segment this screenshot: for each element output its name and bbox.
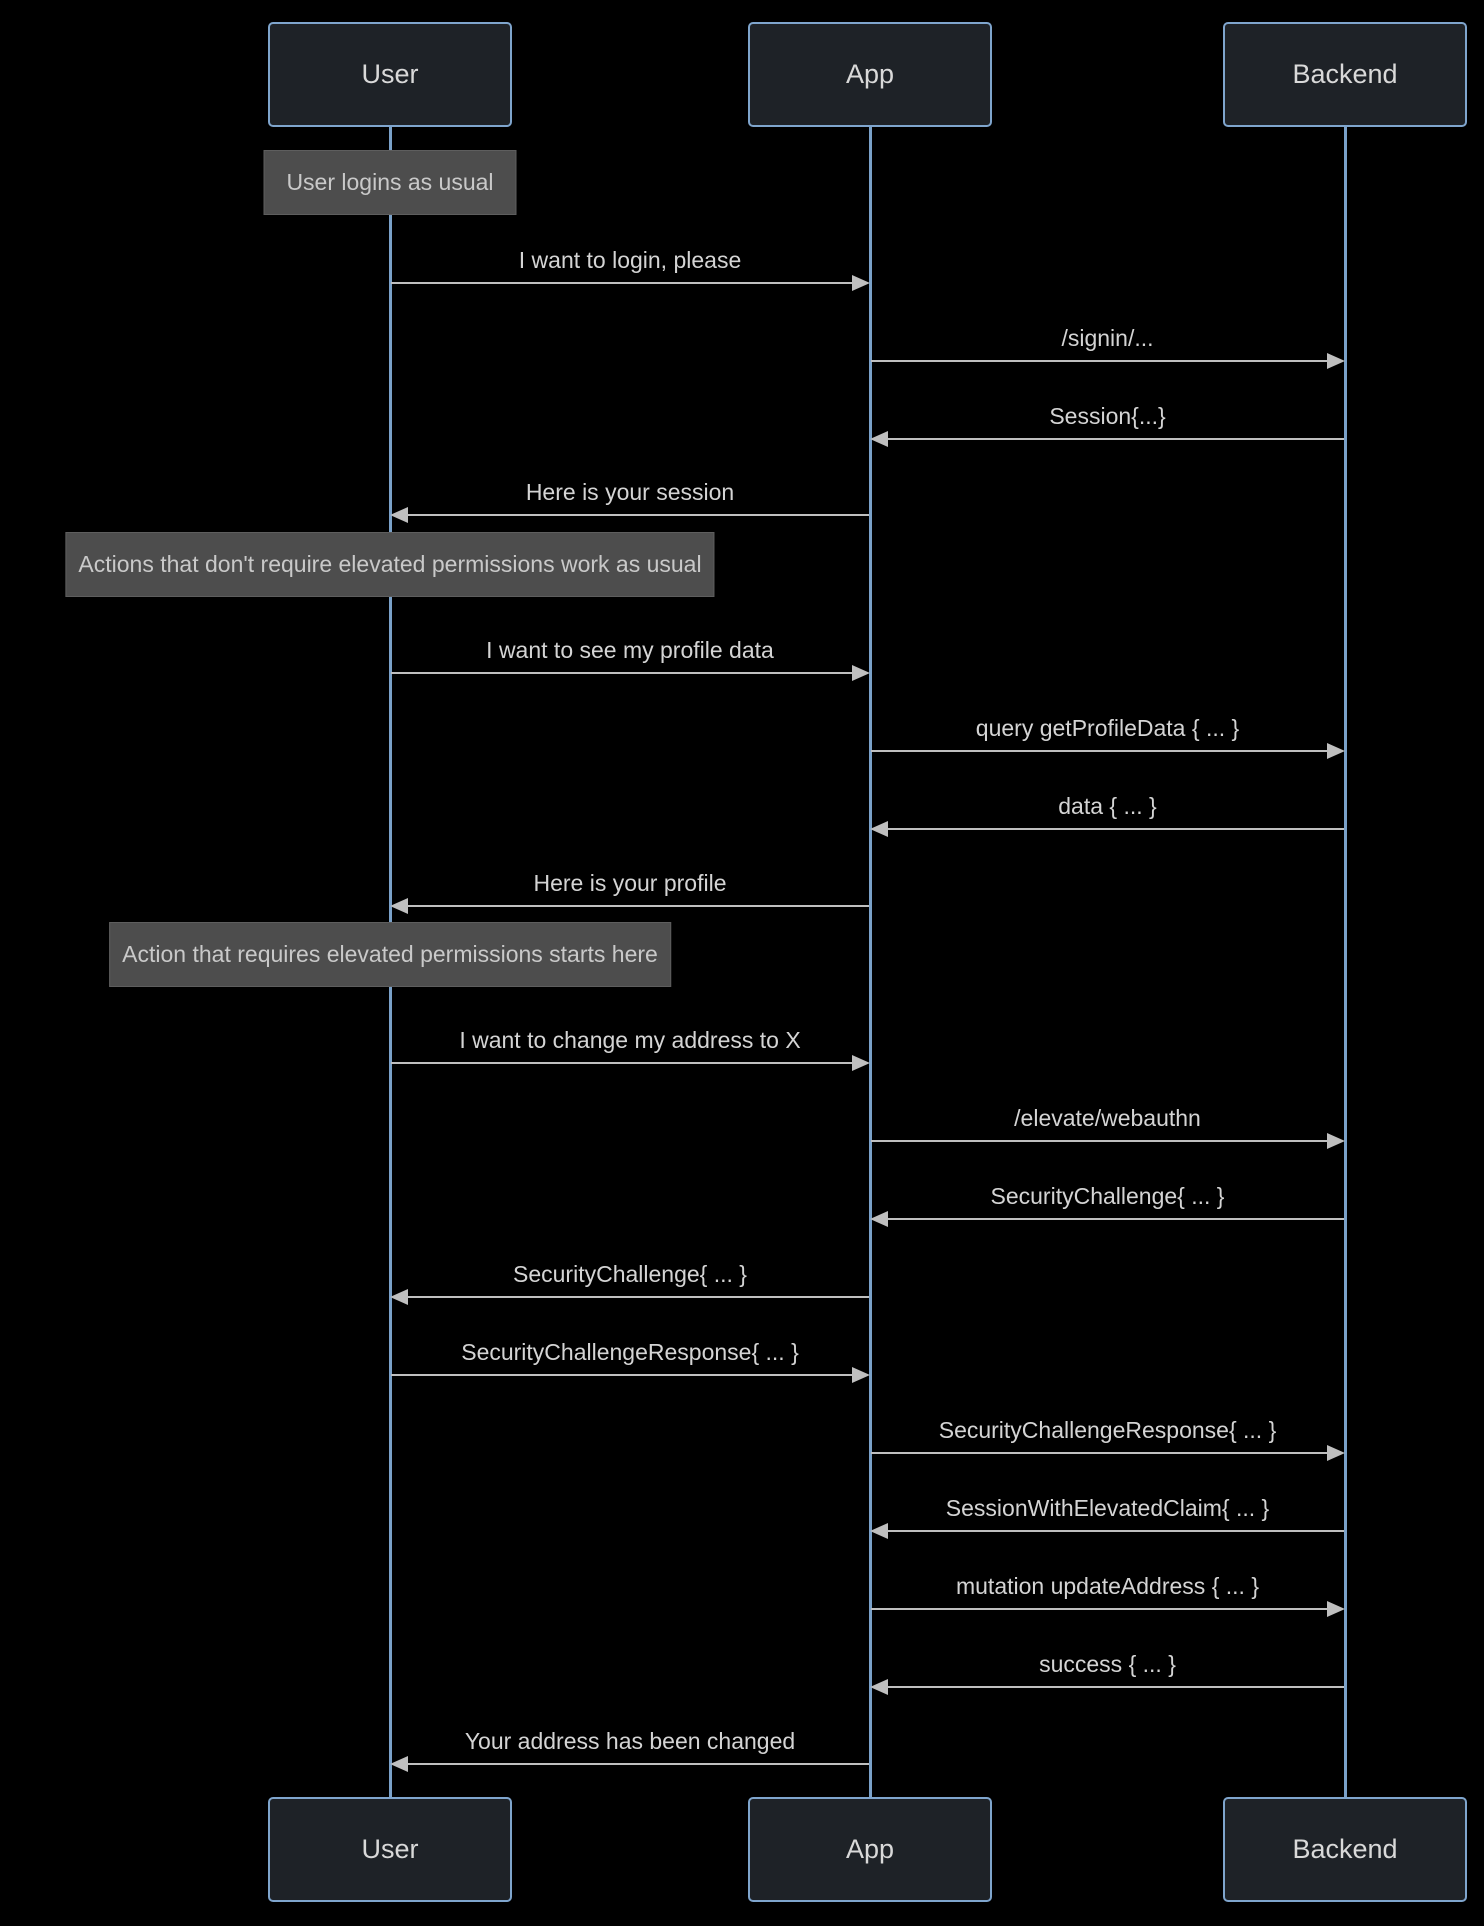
arrowhead-icon	[390, 1756, 408, 1772]
arrowhead-icon	[870, 431, 888, 447]
message-line	[871, 750, 1329, 752]
note: Actions that don't require elevated perm…	[65, 532, 715, 597]
message-line	[406, 1296, 869, 1298]
message-label: mutation updateAddress { ... }	[955, 1573, 1260, 1599]
actor-label: Backend	[1292, 1834, 1398, 1864]
message-line	[886, 1530, 1344, 1532]
actor-label: Backend	[1292, 59, 1398, 89]
lifeline-app	[868, 127, 872, 1797]
message-line	[391, 1374, 854, 1376]
message-label: /elevate/webauthn	[1014, 1105, 1201, 1131]
actor-label: User	[361, 59, 419, 89]
message-line	[406, 1763, 869, 1765]
message-label: success { ... }	[1039, 1651, 1176, 1677]
arrowhead-icon	[852, 1367, 870, 1383]
message-line	[871, 1452, 1329, 1454]
actor-top-backend: Backend	[1223, 22, 1467, 127]
arrowhead-icon	[852, 275, 870, 291]
actor-bottom-backend: Backend	[1223, 1797, 1467, 1902]
arrowhead-icon	[870, 1679, 888, 1695]
message-line	[871, 360, 1329, 362]
actor-bottom-user: User	[268, 1797, 512, 1902]
actor-bottom-app: App	[748, 1797, 992, 1902]
arrowhead-icon	[1327, 353, 1345, 369]
message-label: SecurityChallenge{ ... }	[990, 1183, 1225, 1209]
message-label: I want to login, please	[518, 247, 742, 273]
lifeline-backend	[1343, 127, 1347, 1797]
message-line	[886, 828, 1344, 830]
message-line	[391, 672, 854, 674]
message-label: Your address has been changed	[464, 1728, 796, 1754]
message-label: data { ... }	[1058, 793, 1157, 819]
actor-label: App	[845, 59, 895, 89]
arrowhead-icon	[1327, 743, 1345, 759]
message-label: query getProfileData { ... }	[975, 715, 1240, 741]
message-line	[871, 1608, 1329, 1610]
message-line	[406, 514, 869, 516]
note: User logins as usual	[263, 150, 517, 215]
arrowhead-icon	[390, 1289, 408, 1305]
message-label: SessionWithElevatedClaim{ ... }	[945, 1495, 1270, 1521]
arrowhead-icon	[870, 1523, 888, 1539]
arrowhead-icon	[852, 1055, 870, 1071]
message-line	[886, 438, 1344, 440]
arrowhead-icon	[852, 665, 870, 681]
arrowhead-icon	[1327, 1445, 1345, 1461]
arrowhead-icon	[870, 821, 888, 837]
message-line	[391, 282, 854, 284]
arrowhead-icon	[1327, 1133, 1345, 1149]
message-label: Here is your profile	[533, 870, 727, 896]
actor-top-app: App	[748, 22, 992, 127]
arrowhead-icon	[870, 1211, 888, 1227]
note: Action that requires elevated permission…	[109, 922, 671, 987]
message-line	[886, 1686, 1344, 1688]
arrowhead-icon	[390, 507, 408, 523]
message-line	[391, 1062, 854, 1064]
message-label: /signin/...	[1061, 325, 1154, 351]
message-line	[406, 905, 869, 907]
actor-label: User	[361, 1834, 419, 1864]
message-label: I want to change my address to X	[459, 1027, 801, 1053]
message-line	[871, 1140, 1329, 1142]
message-label: Session{...}	[1049, 403, 1166, 429]
arrowhead-icon	[1327, 1601, 1345, 1617]
message-label: SecurityChallengeResponse{ ... }	[461, 1339, 799, 1365]
message-label: SecurityChallengeResponse{ ... }	[938, 1417, 1277, 1443]
actor-label: App	[845, 1834, 895, 1864]
message-line	[886, 1218, 1344, 1220]
message-label: I want to see my profile data	[486, 637, 774, 663]
message-label: Here is your session	[525, 479, 735, 505]
arrowhead-icon	[390, 898, 408, 914]
message-label: SecurityChallenge{ ... }	[513, 1261, 747, 1287]
actor-top-user: User	[268, 22, 512, 127]
